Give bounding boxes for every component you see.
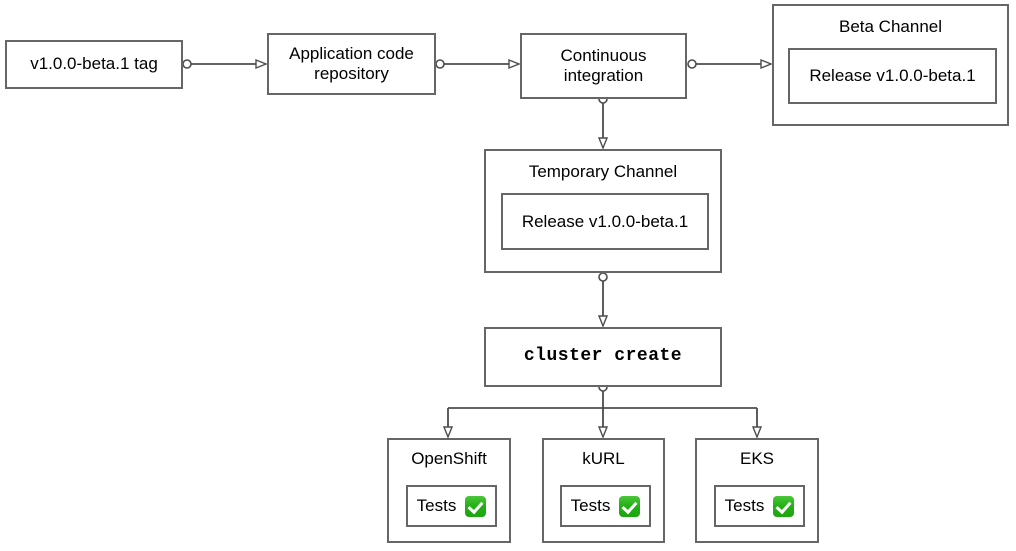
node-cluster-create[interactable]: cluster create (484, 327, 722, 387)
group-temporary-channel[interactable]: Temporary Channel Release v1.0.0-beta.1 (484, 149, 722, 273)
temporary-channel-release-label: Release v1.0.0-beta.1 (521, 211, 689, 231)
beta-channel-release-label: Release v1.0.0-beta.1 (809, 66, 976, 85)
group-target-eks[interactable]: EKS Tests (695, 438, 819, 543)
group-target-openshift[interactable]: OpenShift Tests (387, 438, 511, 543)
eks-tests-box[interactable]: Tests (714, 485, 805, 527)
node-continuous-integration-label: Continuous integration (560, 45, 647, 85)
edge-repo-to-ci (435, 60, 518, 68)
node-version-tag-label: v1.0.0-beta.1 tag (30, 54, 158, 74)
kurl-tests-box[interactable]: Tests (560, 485, 651, 527)
beta-channel-release-box[interactable]: Release v1.0.0-beta.1 (788, 48, 997, 104)
node-application-code-repository-label: Application code repository (289, 43, 414, 83)
edge-cluster-create-to-targets (448, 382, 757, 436)
eks-tests-label: Tests (724, 496, 765, 515)
edge-ci-to-beta-channel (687, 60, 770, 68)
group-beta-channel-title: Beta Channel (838, 17, 943, 36)
group-target-kurl-title: kURL (582, 449, 625, 468)
group-temporary-channel-title: Temporary Channel (528, 162, 678, 181)
openshift-tests-box[interactable]: Tests (406, 485, 497, 527)
openshift-tests-label: Tests (416, 496, 457, 515)
node-cluster-create-label: cluster create (523, 346, 683, 367)
edge-ci-to-temporary-channel (599, 94, 607, 147)
group-target-eks-title: EKS (739, 449, 775, 468)
node-continuous-integration[interactable]: Continuous integration (520, 33, 687, 99)
green-check-icon (619, 495, 641, 517)
edge-tag-to-repo (182, 60, 265, 68)
node-version-tag[interactable]: v1.0.0-beta.1 tag (5, 40, 183, 89)
green-check-icon (465, 495, 487, 517)
group-beta-channel[interactable]: Beta Channel Release v1.0.0-beta.1 (772, 4, 1009, 126)
edge-temporary-channel-to-cluster-create (599, 272, 607, 325)
kurl-tests-label: Tests (570, 496, 611, 515)
group-target-openshift-title: OpenShift (411, 449, 487, 468)
temporary-channel-release-box[interactable]: Release v1.0.0-beta.1 (501, 193, 709, 250)
node-application-code-repository[interactable]: Application code repository (267, 33, 436, 95)
group-target-kurl[interactable]: kURL Tests (542, 438, 665, 543)
green-check-icon (773, 495, 795, 517)
